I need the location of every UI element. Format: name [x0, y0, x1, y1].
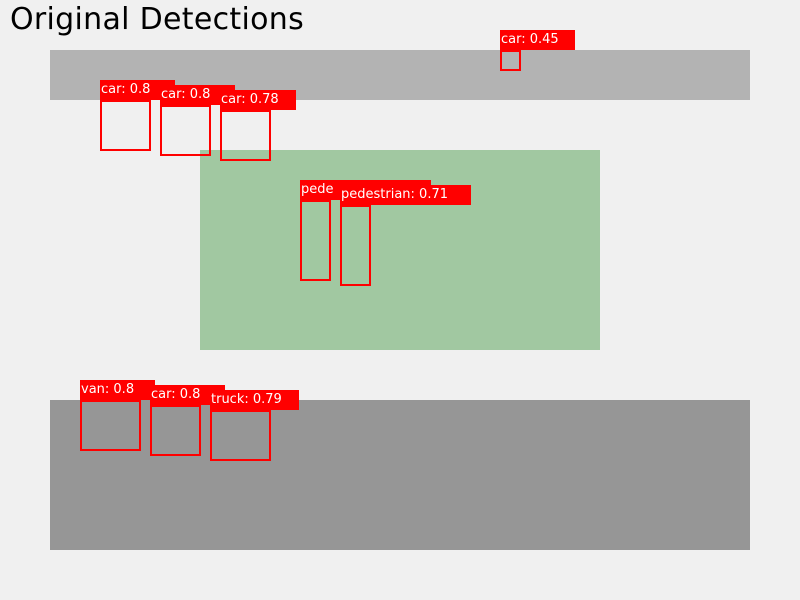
detection-box-car: [150, 405, 201, 456]
detection-label: car: 0.8: [160, 85, 235, 105]
detection-label: pede: [300, 180, 342, 200]
detection-label: car: 0.45: [500, 30, 575, 50]
detection-box-pedestrian: [340, 205, 371, 286]
detection-box-car: [220, 110, 271, 161]
detection-label: pedestrian: 0.71: [340, 185, 471, 205]
detection-box-pedestrian: [300, 200, 331, 281]
detection-label: car: 0.78: [220, 90, 296, 110]
detection-box-car: [500, 50, 521, 71]
detection-box-van: [80, 400, 141, 451]
detection-label: car: 0.8: [100, 80, 175, 100]
detection-box-car: [100, 100, 151, 151]
detection-label: truck: 0.79: [210, 390, 299, 410]
image-title: Original Detections: [10, 2, 304, 37]
detection-label: van: 0.8: [80, 380, 155, 400]
lower-road-region: [50, 400, 750, 550]
detection-label-bar: [342, 180, 431, 186]
detection-label: car: 0.8: [150, 385, 225, 405]
detection-box-truck: [210, 410, 271, 461]
detection-box-car: [160, 105, 211, 156]
